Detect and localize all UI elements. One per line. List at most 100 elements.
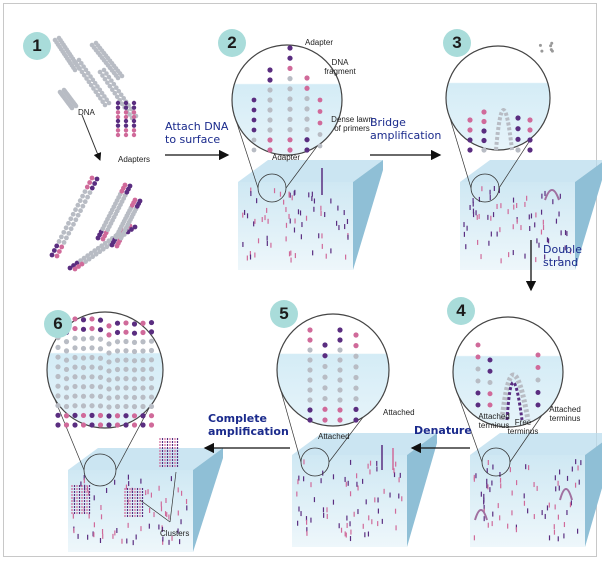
strand-bead bbox=[106, 386, 111, 391]
strand-bead bbox=[68, 216, 73, 221]
strand-bead bbox=[72, 316, 77, 321]
strand-bead bbox=[81, 355, 86, 360]
strand-bead bbox=[83, 199, 88, 204]
strand-bead bbox=[337, 357, 342, 362]
strand-bead bbox=[536, 365, 541, 370]
strand-bead bbox=[140, 339, 145, 344]
strand-bead bbox=[72, 422, 77, 427]
strand-bead bbox=[515, 147, 520, 152]
strand-bead bbox=[123, 404, 128, 409]
strand-bead bbox=[64, 385, 69, 390]
strand-bead bbox=[123, 413, 128, 418]
strand-bead bbox=[64, 376, 69, 381]
strand-bead bbox=[55, 345, 60, 350]
strand-bead bbox=[89, 336, 94, 341]
strand-bead bbox=[89, 422, 94, 427]
strand-bead bbox=[115, 367, 120, 372]
strand-bead bbox=[116, 101, 120, 105]
strand-bead bbox=[252, 108, 257, 113]
strand-bead bbox=[64, 413, 69, 418]
strand-bead bbox=[287, 76, 292, 81]
strand-bead bbox=[353, 354, 358, 359]
strand-bead bbox=[98, 413, 103, 418]
strand-bead bbox=[252, 148, 257, 153]
strand-bead bbox=[72, 374, 77, 379]
strand-bead bbox=[123, 330, 128, 335]
strand-bead bbox=[267, 67, 272, 72]
strand-bead bbox=[527, 117, 532, 122]
strand-bead bbox=[115, 321, 120, 326]
strand-bead bbox=[149, 404, 154, 409]
strand-bead bbox=[124, 101, 128, 105]
strand-bead bbox=[115, 339, 120, 344]
strand-bead bbox=[476, 403, 481, 408]
strand-bead bbox=[55, 374, 60, 379]
strand-bead bbox=[287, 45, 292, 50]
strand-bead bbox=[307, 417, 312, 422]
panel-6 bbox=[47, 312, 223, 552]
step-3-badge: 3 bbox=[443, 29, 471, 57]
strand-bead bbox=[488, 380, 493, 385]
strand-bead bbox=[467, 137, 472, 142]
surface-body bbox=[292, 455, 407, 547]
strand-bead bbox=[536, 403, 541, 408]
strand-bead bbox=[72, 393, 77, 398]
strand-bead bbox=[307, 337, 312, 342]
strand-bead bbox=[55, 364, 60, 369]
panel-2 bbox=[232, 45, 383, 270]
strand-bead bbox=[92, 181, 97, 186]
strand-bead bbox=[106, 368, 111, 373]
strand-bead bbox=[307, 387, 312, 392]
strand-bead bbox=[322, 353, 327, 358]
strand-bead bbox=[95, 177, 100, 182]
strand-bead bbox=[116, 105, 120, 109]
strand-bead bbox=[267, 97, 272, 102]
strand-bead bbox=[64, 225, 69, 230]
strand-bead bbox=[132, 340, 137, 345]
strand-bead bbox=[304, 96, 309, 101]
strand-bead bbox=[527, 137, 532, 142]
strand-bead bbox=[98, 365, 103, 370]
strand-bead bbox=[322, 375, 327, 380]
strand-bead bbox=[55, 422, 60, 427]
strand-bead bbox=[55, 413, 60, 418]
strand-bead bbox=[287, 66, 292, 71]
strand-bead bbox=[98, 384, 103, 389]
strand-bead bbox=[123, 320, 128, 325]
strand-bead bbox=[116, 119, 120, 123]
attached-right-label: Attached bbox=[383, 408, 415, 417]
strand-bead bbox=[98, 346, 103, 351]
strand-bead bbox=[304, 75, 309, 80]
strand-bead bbox=[123, 339, 128, 344]
strand-bead bbox=[322, 385, 327, 390]
strand-bead bbox=[337, 417, 342, 422]
strand-bead bbox=[123, 376, 128, 381]
panel-1-ligation-arrow bbox=[82, 115, 100, 160]
strand-bead bbox=[149, 357, 154, 362]
strand-bead bbox=[252, 128, 257, 133]
strand-bead bbox=[476, 343, 481, 348]
strand-bead bbox=[52, 248, 57, 253]
strand-bead bbox=[307, 407, 312, 412]
strand-bead bbox=[267, 127, 272, 132]
strand-bead bbox=[116, 128, 120, 132]
strand-bead bbox=[267, 147, 272, 152]
strand-bead bbox=[123, 395, 128, 400]
strand-bead bbox=[73, 217, 78, 222]
strand-bead bbox=[287, 107, 292, 112]
strand-bead bbox=[133, 198, 138, 203]
panel-1-dna-fragments bbox=[50, 36, 143, 272]
strand-bead bbox=[140, 395, 145, 400]
strand-bead bbox=[467, 147, 472, 152]
strand-bead bbox=[132, 395, 137, 400]
strand-bead bbox=[132, 321, 137, 326]
strand-bead bbox=[307, 377, 312, 382]
strand-bead bbox=[149, 394, 154, 399]
surface-top bbox=[470, 433, 602, 455]
strand-bead bbox=[90, 176, 95, 181]
strand-bead bbox=[116, 133, 120, 137]
strand-bead bbox=[337, 397, 342, 402]
strand-bead bbox=[149, 339, 154, 344]
strand-bead bbox=[304, 147, 309, 152]
